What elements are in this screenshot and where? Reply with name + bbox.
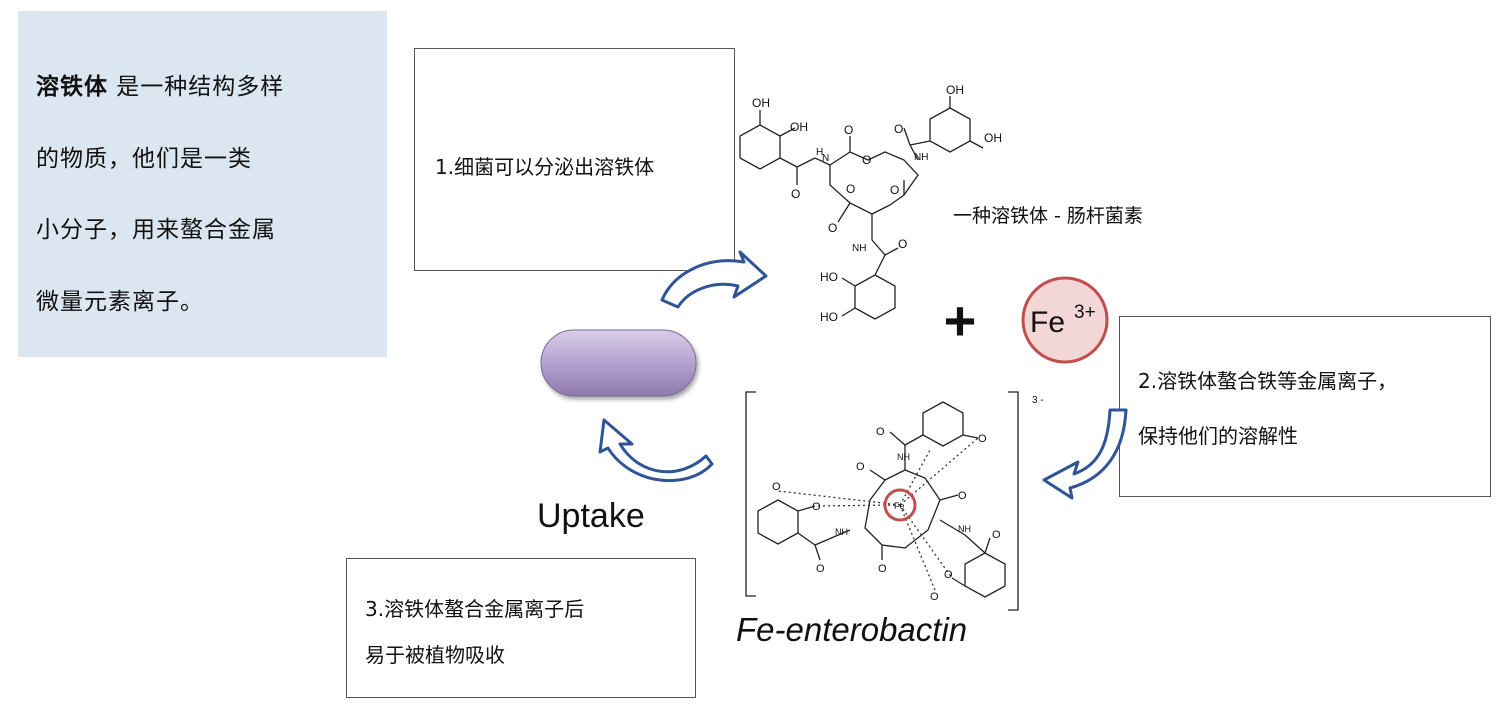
bacterium-shape bbox=[540, 329, 697, 397]
atom-o-5: O bbox=[846, 182, 855, 196]
intro-line-3: 小分子，用来螯合金属 bbox=[36, 217, 276, 243]
atom-nh-2: NH bbox=[852, 243, 866, 254]
atom-o-4: O bbox=[890, 183, 899, 197]
arrow-uptake-icon bbox=[598, 418, 714, 483]
enterobactin-label: 一种溶铁体 - 肠杆菌素 bbox=[953, 205, 1143, 227]
step3-text-line2: 易于被植物吸收 bbox=[365, 643, 505, 667]
plus-sign: + bbox=[944, 289, 977, 352]
cx-atom-nh-2: NH bbox=[835, 527, 848, 537]
cx-atom-o-7: O bbox=[816, 563, 825, 575]
step3-text-line1: 3.溶铁体螯合金属离子后 bbox=[365, 597, 585, 621]
fe-enterobactin-label: Fe-enterobactin bbox=[736, 611, 968, 648]
atom-o-1: O bbox=[791, 187, 800, 201]
enterobactin-structure bbox=[739, 96, 984, 320]
intro-line-4: 微量元素离子。 bbox=[36, 289, 204, 315]
cx-atom-o-2: O bbox=[978, 433, 987, 445]
complex-charge: 3 - bbox=[1032, 395, 1044, 406]
cx-atom-o-6: O bbox=[812, 501, 821, 513]
atom-oh-2: OH bbox=[790, 120, 808, 134]
intro-box: 溶铁体 是一种结构多样 的物质，他们是一类 小分子，用来螯合金属 微量元素离子。 bbox=[18, 11, 387, 357]
fe-center-label: Fe bbox=[894, 501, 905, 511]
atom-o-2: O bbox=[844, 123, 853, 137]
atom-n-1: N bbox=[822, 153, 829, 164]
uptake-label: Uptake bbox=[537, 497, 645, 535]
atom-ho-2: HO bbox=[820, 310, 838, 324]
atom-h-1: H bbox=[816, 147, 823, 158]
intro-line-2: 的物质，他们是一类 bbox=[36, 146, 252, 172]
step2-text-line1: 2.溶铁体螯合铁等金属离子， bbox=[1138, 369, 1398, 393]
atom-nh-1: NH bbox=[914, 152, 928, 163]
atom-o-6: O bbox=[828, 221, 837, 235]
atom-oh-4: OH bbox=[984, 131, 1002, 145]
cx-atom-o-11: O bbox=[930, 591, 939, 603]
arrow-chelate-icon bbox=[1042, 408, 1128, 500]
intro-term: 溶铁体 bbox=[36, 74, 108, 100]
cx-atom-nh-1: NH bbox=[897, 452, 910, 462]
cx-atom-o-5: O bbox=[772, 481, 781, 493]
intro-line-1: 溶铁体 是一种结构多样 bbox=[36, 67, 284, 101]
arrow-secrete-icon bbox=[660, 250, 768, 309]
step2-box: 2.溶铁体螯合铁等金属离子， 保持他们的溶解性 bbox=[1119, 316, 1491, 497]
atom-oh-3: OH bbox=[946, 83, 964, 97]
fe-ion-charge: 3+ bbox=[1074, 302, 1096, 323]
atom-oh-1: OH bbox=[752, 96, 770, 110]
cx-atom-o-9: O bbox=[992, 529, 1001, 541]
atom-o-3: O bbox=[862, 153, 871, 167]
intro-line-1-rest: 是一种结构多样 bbox=[108, 74, 285, 100]
step2-text-line2: 保持他们的溶解性 bbox=[1138, 424, 1298, 448]
atom-ho-1: HO bbox=[820, 270, 838, 284]
cx-atom-o-10: O bbox=[944, 569, 953, 581]
step1-text: 1.细菌可以分泌出溶铁体 bbox=[435, 155, 655, 179]
fe-ion-circle bbox=[1021, 276, 1109, 364]
cx-atom-nh-3: NH bbox=[958, 524, 971, 534]
cx-atom-o-8: O bbox=[878, 563, 887, 575]
fe-center-circle bbox=[883, 488, 917, 522]
fe-ion-symbol: Fe bbox=[1030, 306, 1065, 339]
atom-o-7: O bbox=[894, 122, 903, 136]
step3-box: 3.溶铁体螯合金属离子后 易于被植物吸收 bbox=[346, 558, 696, 698]
cx-atom-o-1: O bbox=[876, 426, 885, 438]
cx-atom-o-4: O bbox=[958, 490, 967, 502]
atom-o-8: O bbox=[898, 237, 907, 251]
fe-enterobactin-structure bbox=[745, 391, 1019, 611]
step1-box: 1.细菌可以分泌出溶铁体 bbox=[414, 48, 735, 271]
cx-atom-o-3: O bbox=[856, 461, 865, 473]
